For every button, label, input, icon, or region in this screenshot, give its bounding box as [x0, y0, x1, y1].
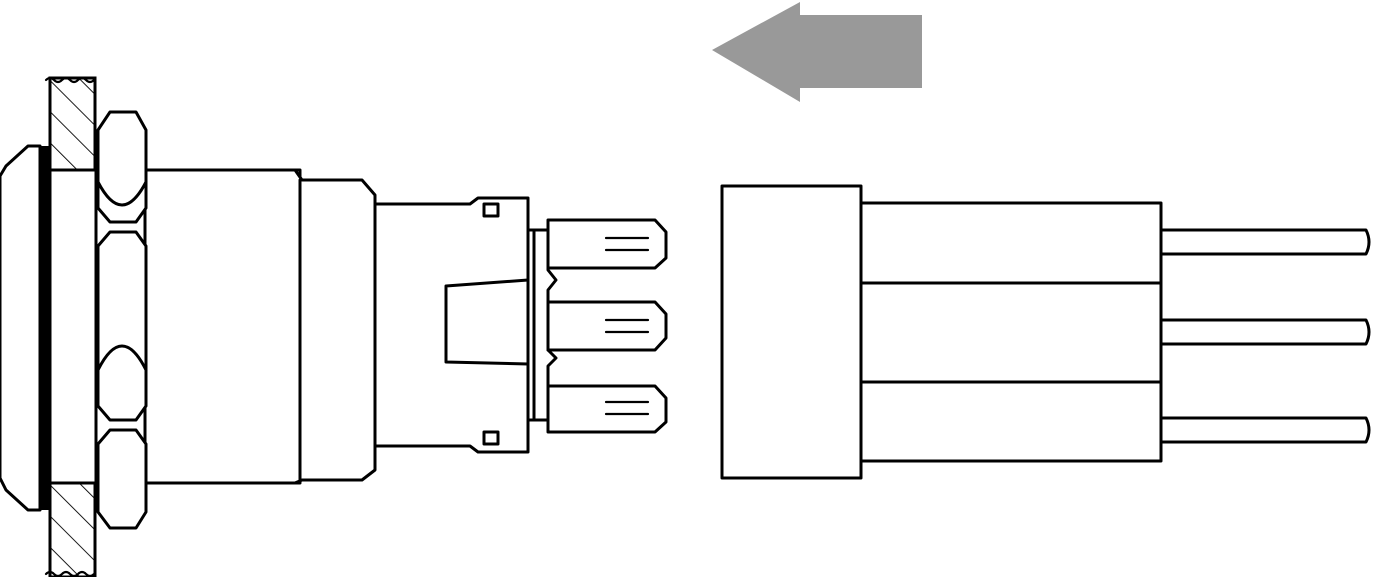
plug-housing: [720, 184, 863, 480]
terminal-block: [373, 196, 558, 454]
push-button-switch: [0, 76, 668, 577]
wire-top: [1159, 228, 1371, 256]
hex-nut: [96, 110, 148, 530]
connector-plug: [720, 184, 1371, 480]
plug-body: [859, 201, 1163, 463]
blade-terminal-bottom: [546, 384, 668, 434]
blade-terminal-top: [546, 218, 668, 270]
arrow-left-icon: [712, 2, 922, 102]
bezel: [0, 144, 98, 512]
insertion-arrow: [712, 2, 922, 102]
blade-terminal-middle: [546, 300, 668, 352]
wire-bottom: [1159, 416, 1371, 444]
panel-section: [44, 76, 97, 577]
wire-middle: [1159, 318, 1371, 346]
